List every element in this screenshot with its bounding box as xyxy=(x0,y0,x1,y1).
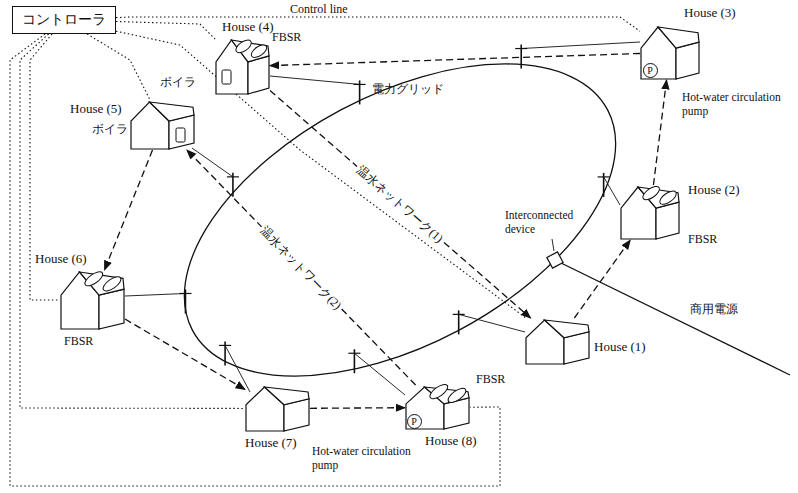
house-label: House (2) xyxy=(688,183,740,197)
panel-label: FBSR xyxy=(272,30,301,44)
controller-box: コントローラ xyxy=(12,6,116,34)
interconnected-device xyxy=(547,252,563,268)
house: House (1) xyxy=(525,318,590,365)
hot-water-pipe xyxy=(574,240,630,318)
drop-wire xyxy=(354,353,405,395)
house-drawing xyxy=(620,185,680,240)
drop-wire xyxy=(459,314,525,332)
device-label: Interconnected device xyxy=(505,208,600,236)
solar-collector xyxy=(641,184,662,202)
house: House (5) xyxy=(130,100,195,150)
drop-wire xyxy=(125,293,185,296)
house-roof xyxy=(150,102,195,121)
house-roof xyxy=(545,320,590,338)
boiler-label: ボイラ xyxy=(160,75,196,89)
house-label: House (4) xyxy=(222,20,274,34)
drop-wire xyxy=(604,177,620,205)
solar-collector xyxy=(83,269,105,288)
leader-line xyxy=(552,239,554,251)
house-label: House (1) xyxy=(594,340,646,354)
control-line xyxy=(10,34,500,486)
grid-label: 電力グリッド xyxy=(372,82,444,96)
controller-label: コントローラ xyxy=(22,12,106,27)
drop-wire xyxy=(225,345,250,392)
panel-label: FBSR xyxy=(64,334,93,348)
utility-poles xyxy=(125,42,640,395)
commercial-power-line xyxy=(561,263,790,375)
house: House (2) xyxy=(620,185,680,240)
house-label: House (5) xyxy=(70,102,122,116)
solar-collector xyxy=(101,274,123,293)
house-label: House (8) xyxy=(425,434,477,448)
pump-label: Hot-water circulation pump xyxy=(312,444,412,472)
house-label: House (6) xyxy=(35,252,87,266)
network-label: 温水ネットワーク(2) xyxy=(256,222,346,313)
house-drawing xyxy=(60,270,125,330)
solar-collector xyxy=(234,38,254,55)
power-source-label: 商用電源 xyxy=(690,302,738,316)
house: House (6) xyxy=(60,270,125,330)
control-line xyxy=(116,31,526,318)
house-label: House (3) xyxy=(684,6,736,20)
network-label: 温水ネットワーク(1) xyxy=(353,161,448,247)
boiler-symbol xyxy=(222,70,231,84)
panel-label: FBSR xyxy=(688,232,717,246)
callout-label: Control line xyxy=(290,2,348,16)
drop-wire xyxy=(270,76,360,84)
control-line xyxy=(116,22,215,39)
boiler-label: ボイラ xyxy=(92,122,128,136)
hot-water-pipe xyxy=(653,80,666,185)
solar-collector xyxy=(446,386,468,405)
solar-collector xyxy=(428,382,450,401)
solar-collector xyxy=(658,189,679,207)
house: House (4) xyxy=(215,38,270,95)
control-line xyxy=(116,17,640,31)
control-line xyxy=(20,34,245,408)
solar-collector xyxy=(249,42,269,59)
hot-water-pipe xyxy=(270,53,640,65)
house-drawing xyxy=(130,100,195,150)
hot-water-pipe xyxy=(105,150,153,270)
house-drawing xyxy=(525,318,590,365)
house-drawing xyxy=(245,385,310,432)
house-roof xyxy=(265,387,310,405)
house-drawing xyxy=(215,38,270,95)
house: House (7) xyxy=(245,385,310,432)
control-line xyxy=(87,34,150,100)
boiler-symbol xyxy=(176,128,185,142)
power-grid-line xyxy=(134,0,666,441)
pump-label: Hot-water circulation pump xyxy=(682,90,794,118)
pump-symbol: P xyxy=(407,414,422,429)
house-label: House (7) xyxy=(245,436,297,450)
house-side xyxy=(99,289,124,329)
hot-water-pipe xyxy=(310,407,405,409)
pump-symbol: P xyxy=(643,63,658,78)
hot-water-pipe xyxy=(125,319,245,389)
house-roof xyxy=(658,27,699,48)
panel-label: FBSR xyxy=(476,372,505,386)
drop-wire xyxy=(521,42,640,49)
